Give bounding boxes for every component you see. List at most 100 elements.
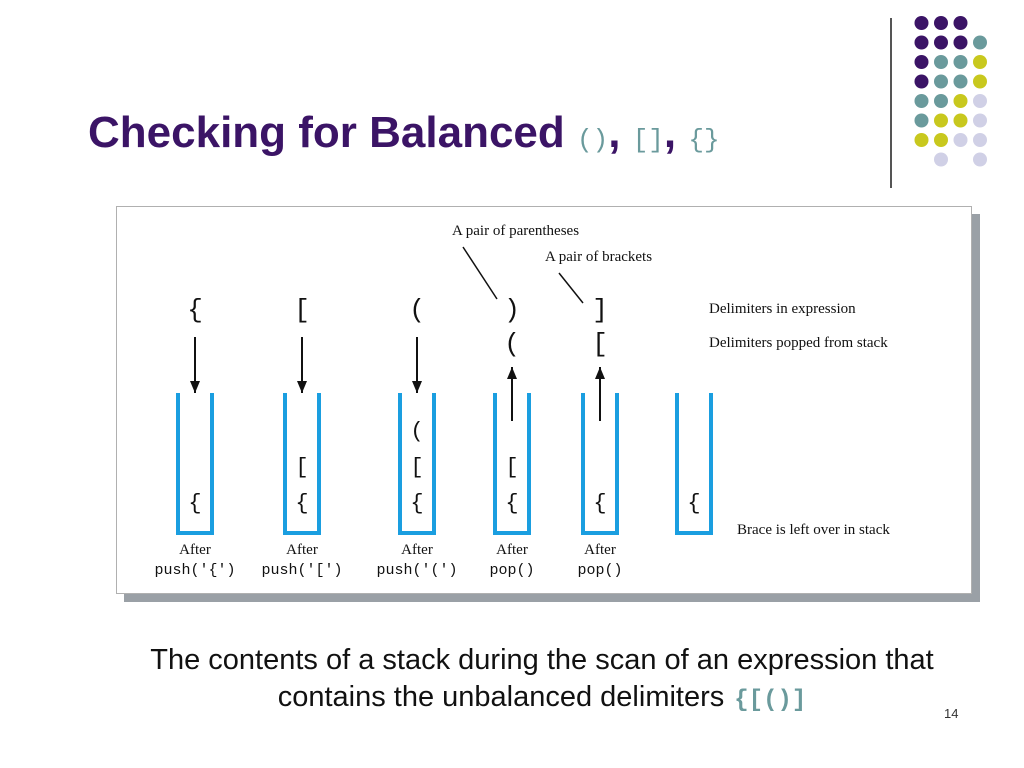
- pop-arrow: [507, 367, 517, 421]
- stack-container: [176, 393, 214, 535]
- decorative-dot: [934, 55, 948, 69]
- annotation-pointer-parentheses: [462, 246, 498, 300]
- arrow-head: [190, 381, 200, 393]
- title-parens: (): [577, 125, 609, 155]
- title-text: Checking for Balanced: [88, 108, 565, 157]
- decorative-dot: [914, 113, 929, 128]
- stack-item: [: [410, 455, 423, 480]
- stack-caption-operation: pop(): [577, 562, 622, 579]
- slide-number: 14: [944, 706, 959, 721]
- slide-title: Checking for Balanced (), [], {}: [88, 108, 720, 158]
- incoming-delimiter: [: [294, 295, 310, 325]
- stack-item: [: [295, 455, 308, 480]
- stack-item: {: [410, 491, 423, 516]
- stack-item: (: [410, 419, 423, 444]
- stack-container: [581, 393, 619, 535]
- caption-line-1: The contents of a stack during the scan …: [150, 644, 934, 676]
- stack-container: [675, 393, 713, 535]
- stack-caption-operation: push('('): [376, 562, 457, 579]
- caption-line-2-text: contains the unbalanced delimiters: [277, 681, 725, 713]
- push-arrow: [190, 337, 200, 393]
- stack-caption-label: After: [496, 542, 528, 558]
- decorative-dot: [934, 113, 948, 128]
- stack-column: ) ( { [ After pop(): [489, 295, 534, 579]
- legend-brace-left-over: Brace is left over in stack: [737, 522, 890, 538]
- stack-column: [ { [ After push('['): [261, 295, 342, 579]
- title-braces: {}: [688, 125, 720, 155]
- stack-diagram: A pair of parentheses A pair of bracketsD…: [154, 223, 890, 579]
- title-sep-1: ,: [608, 108, 621, 157]
- decorative-dot: [973, 152, 987, 167]
- legend-delimiters-popped: Delimiters popped from stack: [709, 335, 888, 351]
- stack-container: [283, 393, 321, 535]
- arrow-head: [412, 381, 422, 393]
- stack-caption-label: After: [179, 542, 211, 558]
- decorative-dot: [934, 152, 948, 167]
- stack-container: [398, 393, 436, 535]
- decorative-dot: [953, 55, 968, 69]
- stack-caption-operation: push('['): [261, 562, 342, 579]
- decorative-dot-grid: [914, 16, 987, 167]
- decorative-dot: [934, 94, 948, 108]
- push-arrow: [297, 337, 307, 393]
- arrow-head: [507, 367, 517, 379]
- stack-item: [: [505, 455, 518, 480]
- legend-delimiters-in-expression: Delimiters in expression: [709, 301, 856, 317]
- decorative-dot: [973, 94, 987, 108]
- decorative-divider: [890, 18, 892, 188]
- decorative-dot: [953, 35, 968, 50]
- decorative-dot: [914, 16, 929, 30]
- annotation-parentheses: A pair of parentheses: [452, 223, 579, 239]
- decorative-dot: [934, 16, 948, 30]
- caption-line-2: contains the unbalanced delimiters {[()]: [60, 679, 1024, 719]
- stack-caption-label: After: [286, 542, 318, 558]
- stack-container: [493, 393, 531, 535]
- popped-delimiter: [: [592, 329, 608, 359]
- incoming-delimiter: {: [187, 295, 203, 325]
- stack-item: {: [188, 491, 201, 516]
- decorative-dot: [934, 133, 948, 147]
- decorative-dot: [914, 133, 929, 147]
- decorative-dot: [953, 16, 968, 30]
- push-arrow: [412, 337, 422, 393]
- arrow-head: [595, 367, 605, 379]
- incoming-delimiter: ]: [592, 295, 608, 325]
- decorative-dot: [973, 133, 987, 147]
- stack-caption-operation: push('{'): [154, 562, 235, 579]
- stack-item: {: [593, 491, 606, 516]
- decorative-dot: [953, 94, 968, 108]
- decorative-dot: [914, 74, 929, 89]
- annotation-brackets: A pair of brackets: [545, 249, 652, 265]
- stack-column: { { After push('{'): [154, 295, 235, 579]
- stack-caption-operation: pop(): [489, 562, 534, 579]
- stack-item: {: [295, 491, 308, 516]
- stack-caption-label: After: [584, 542, 616, 558]
- incoming-delimiter: ): [504, 295, 520, 325]
- decorative-dot: [973, 74, 987, 89]
- decorative-dot: [934, 35, 948, 50]
- stack-column: ] [ { After pop(): [577, 295, 622, 579]
- arrow-head: [297, 381, 307, 393]
- incoming-delimiter: (: [409, 295, 425, 325]
- decorative-dot: [973, 55, 987, 69]
- title-sep-2: ,: [663, 108, 677, 157]
- stack-column: {: [675, 393, 713, 535]
- stack-item: {: [505, 491, 518, 516]
- stack-column: ( { [ ( After push('('): [376, 295, 457, 579]
- stack-caption-label: After: [401, 542, 433, 558]
- pop-arrow: [595, 367, 605, 421]
- annotation-pointer-brackets: [558, 272, 584, 304]
- caption-expression: {[()]: [734, 687, 807, 714]
- title-brackets: []: [632, 125, 664, 155]
- popped-delimiter: (: [504, 329, 520, 359]
- decorative-dot: [934, 74, 948, 89]
- decorative-dot: [953, 74, 968, 89]
- decorative-dot: [973, 35, 987, 50]
- decorative-dot: [953, 133, 968, 147]
- decorative-dot: [914, 55, 929, 69]
- decorative-dot: [914, 94, 929, 108]
- decorative-dot: [914, 35, 929, 50]
- decorative-dot: [973, 113, 987, 128]
- decorative-dot: [953, 113, 968, 128]
